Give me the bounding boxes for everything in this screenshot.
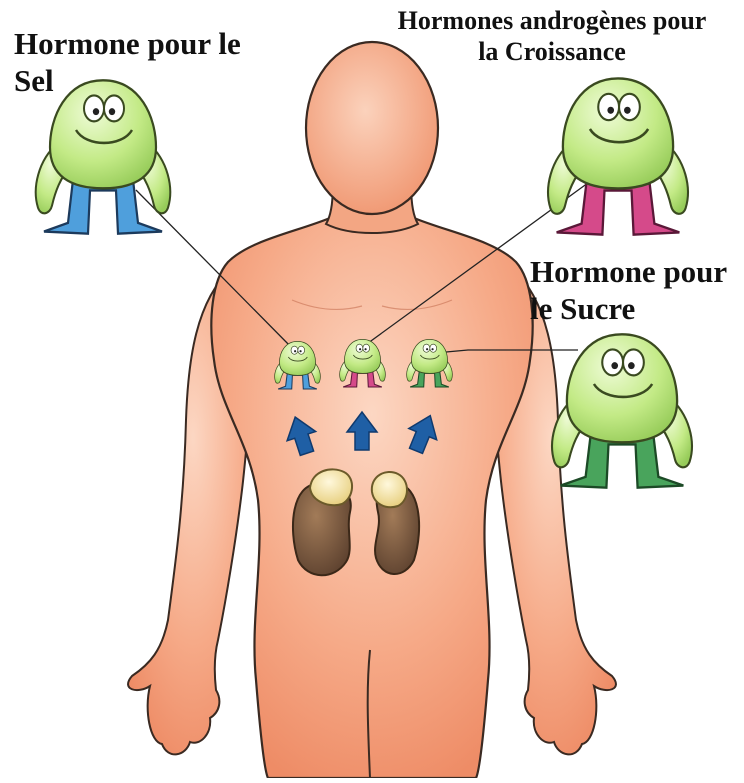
growth-hormone-label-line1: Hormones androgènes pour [362, 6, 742, 37]
salt-hormone-label: Hormone pour le Sel [14, 26, 294, 99]
salt-hormone-character-icon [36, 80, 170, 233]
body-figure [128, 42, 616, 778]
sugar-hormone-character-icon [552, 334, 692, 487]
salt-hormone-label-line1: Hormone pour le [14, 26, 294, 63]
adrenal-gland-left [310, 469, 352, 505]
adrenal-gland-right [372, 472, 407, 507]
salt-hormone-label-line2: Sel [14, 63, 294, 100]
growth-hormone-label: Hormones androgènes pour la Croissance [362, 6, 742, 67]
sugar-hormone-label-line1: Hormone pour [530, 254, 742, 291]
sugar-hormone-label-line2: le Sucre [530, 291, 742, 328]
growth-hormone-label-line2: la Croissance [362, 37, 742, 68]
growth-hormone-character-icon [548, 78, 688, 234]
sugar-hormone-label: Hormone pour le Sucre [530, 254, 742, 327]
